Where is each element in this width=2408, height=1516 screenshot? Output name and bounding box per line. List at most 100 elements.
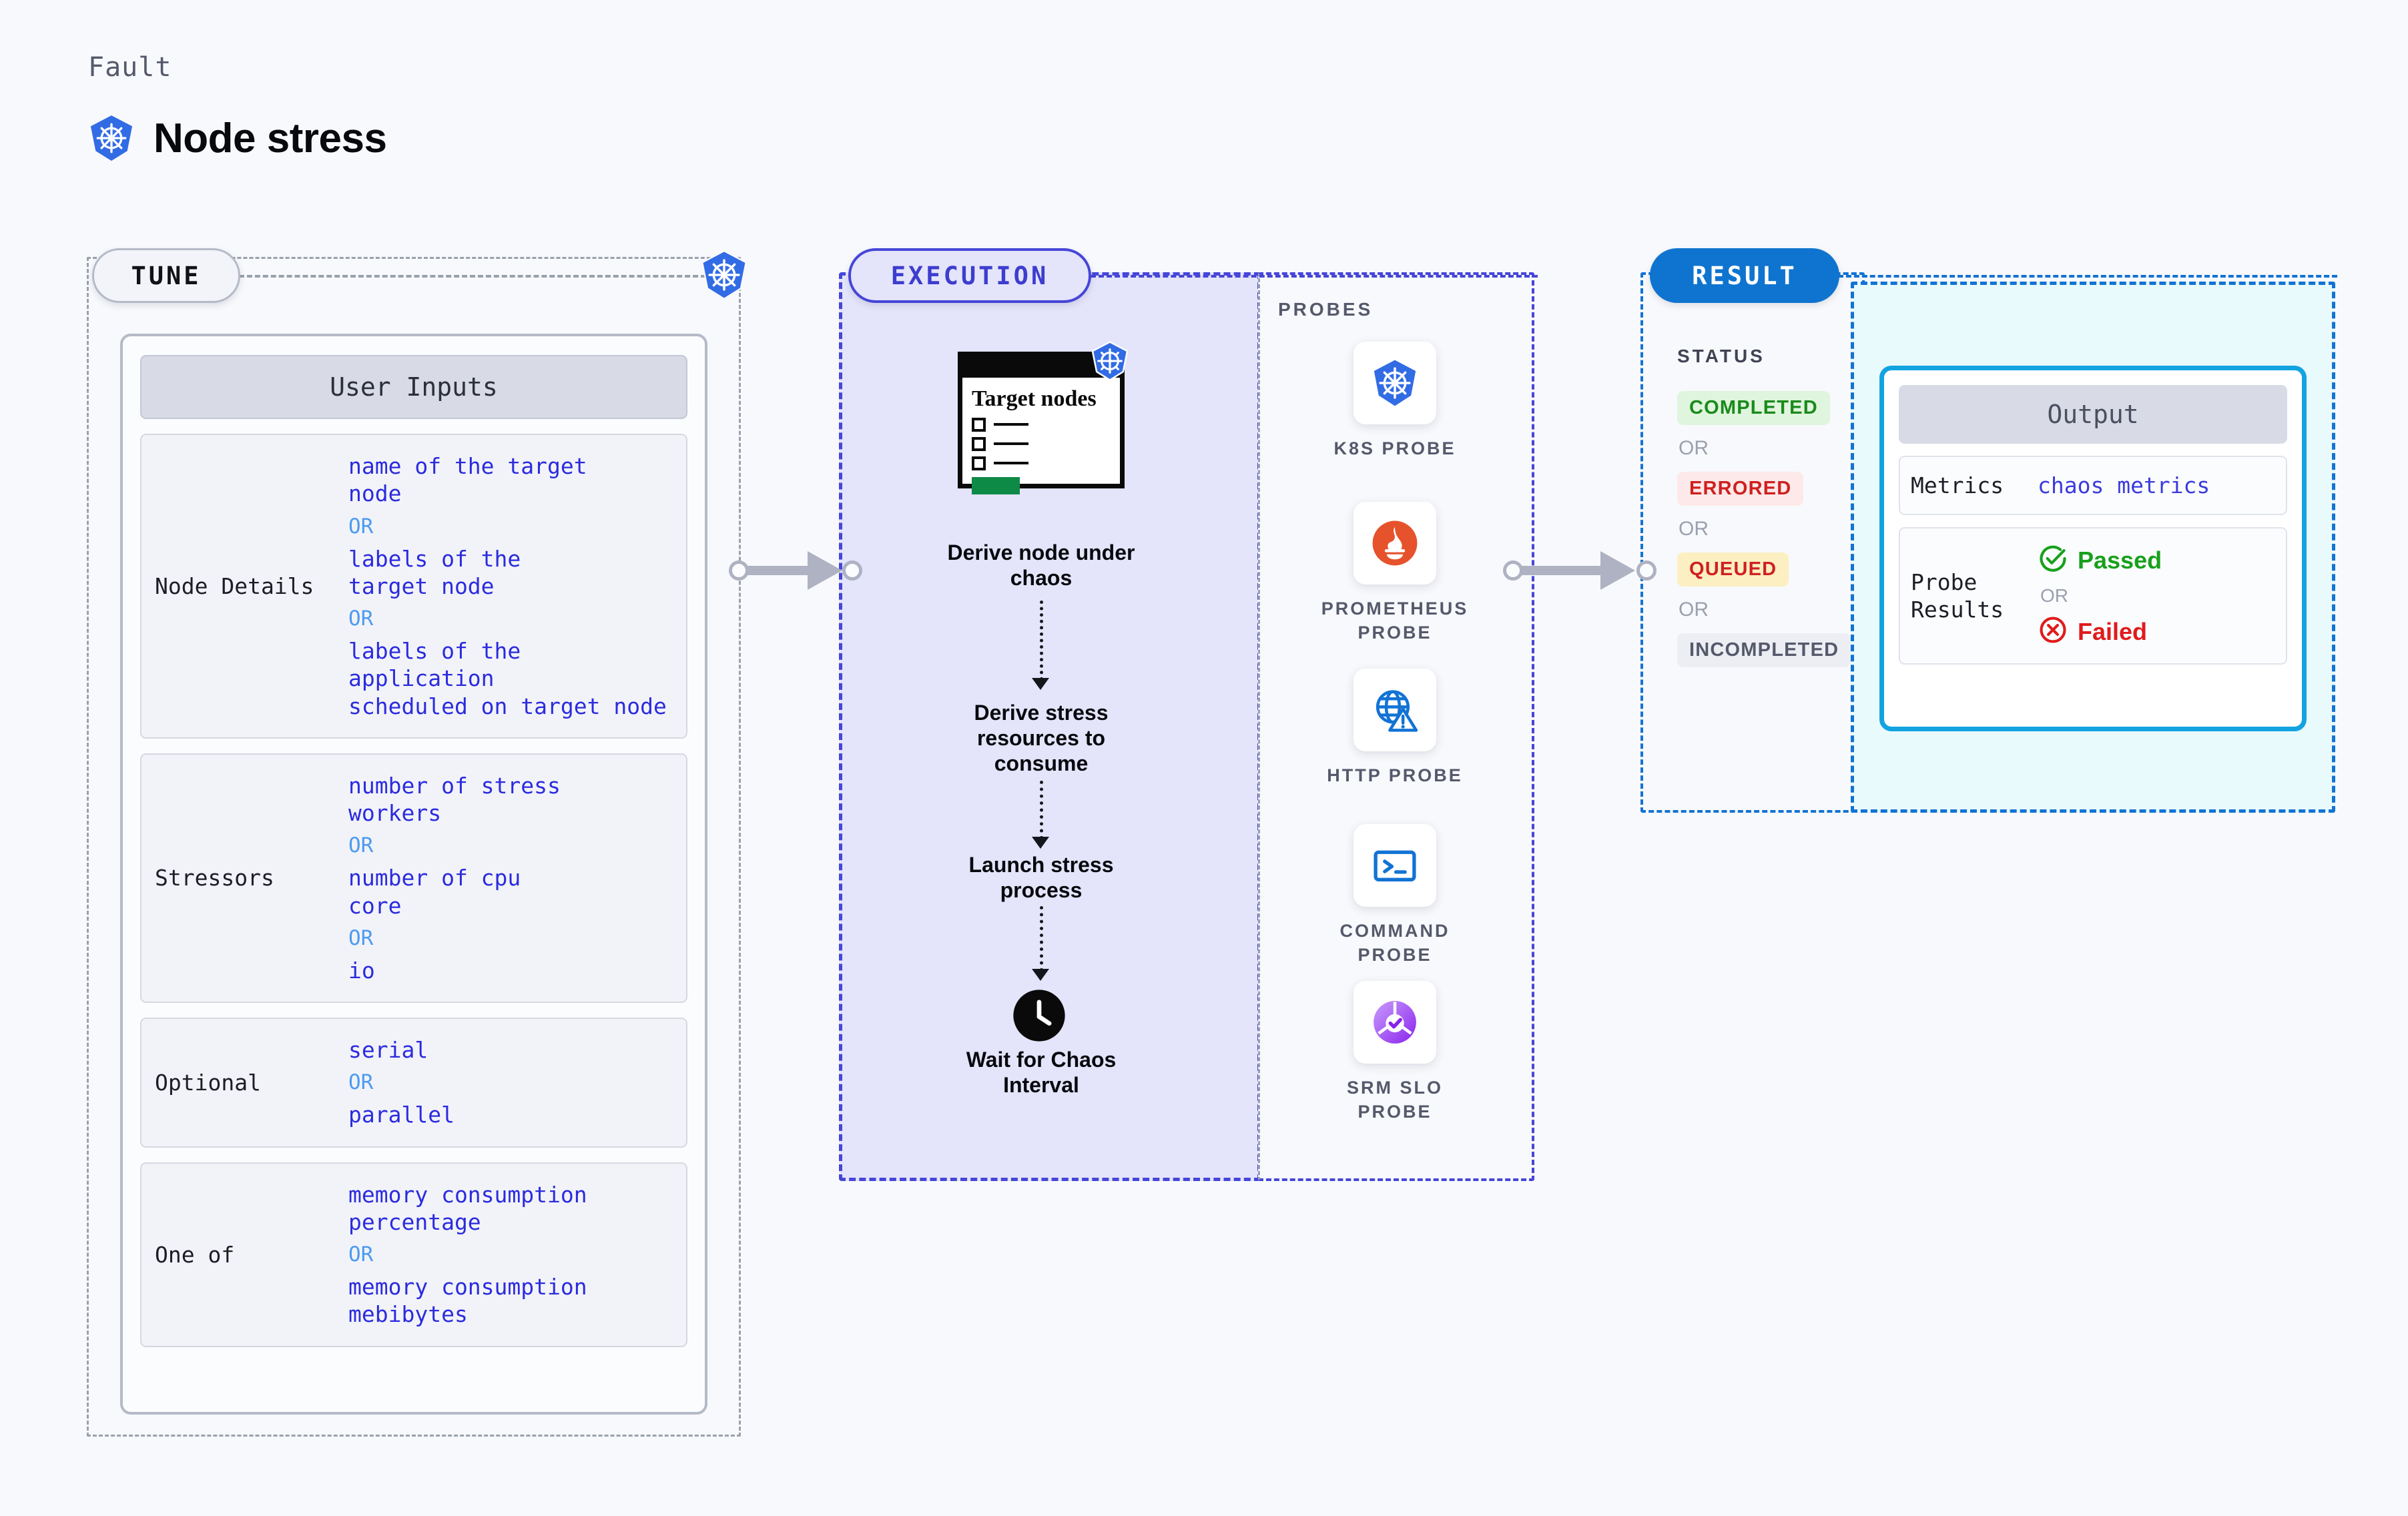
page-eyebrow: Fault <box>88 52 172 83</box>
terminal-icon <box>1353 824 1436 907</box>
or-separator: OR <box>1679 437 1709 459</box>
status-list: COMPLETED OR ERRORED OR QUEUED OR INCOMP… <box>1677 391 1857 667</box>
placeholder-line <box>994 462 1028 465</box>
kubernetes-icon <box>1353 342 1436 424</box>
or-separator: OR <box>1679 518 1709 540</box>
checkbox-icon <box>972 417 986 432</box>
input-value: number of cpu core <box>348 865 521 919</box>
input-block-label: Node Details <box>155 573 314 599</box>
input-block-label: One of <box>155 1241 235 1268</box>
flow-arrow <box>1040 906 1043 972</box>
input-block-label: Stressors <box>155 865 274 891</box>
kubernetes-icon <box>1089 340 1131 385</box>
status-badge-queued: QUEUED <box>1677 552 1789 587</box>
probe-label: K8S PROBE <box>1333 438 1456 458</box>
status-section-label: STATUS <box>1677 346 1765 366</box>
input-value: memory consumption mebibytes <box>348 1274 587 1328</box>
slo-donut-check-icon <box>1353 981 1436 1064</box>
flow-arrow-head <box>1032 969 1049 981</box>
clock-icon <box>1011 988 1067 1047</box>
input-block-node-details[interactable]: Node Details name of the target node OR … <box>140 434 687 739</box>
list-item <box>972 417 1120 432</box>
probe-item-k8s[interactable]: K8S PROBE <box>1308 342 1482 460</box>
input-value: memory consumption percentage <box>348 1181 587 1235</box>
or-separator: OR <box>348 514 374 538</box>
or-separator: OR <box>348 833 374 858</box>
probe-item-srm-slo[interactable]: SRM SLO PROBE <box>1308 981 1482 1124</box>
stage-badge-execution[interactable]: EXECUTION <box>848 248 1091 303</box>
kubernetes-icon <box>87 113 136 163</box>
user-inputs-header: User Inputs <box>140 355 687 419</box>
probe-label: HTTP PROBE <box>1327 765 1463 785</box>
metrics-value: chaos metrics <box>2038 472 2210 499</box>
probe-item-http[interactable]: HTTP PROBE <box>1308 669 1482 787</box>
target-nodes-card: Target nodes <box>958 352 1125 494</box>
placeholder-line <box>994 442 1028 446</box>
input-value: serial <box>348 1037 428 1063</box>
kubernetes-icon <box>698 249 750 304</box>
probe-results-label: Probe Results <box>1911 569 2004 623</box>
flow-step-label: Derive stress resources to consume <box>974 701 1109 775</box>
flow-arrow-head <box>1032 678 1049 690</box>
result-dash-connector <box>1838 275 2337 278</box>
output-row-probe-results: Probe Results Passed OR <box>1899 527 2287 665</box>
status-badge-errored: ERRORED <box>1677 472 1804 506</box>
probe-item-prometheus[interactable]: PROMETHEUS PROBE <box>1308 502 1482 645</box>
execution-dash-connector <box>1091 275 1538 278</box>
output-header: Output <box>1899 385 2287 444</box>
x-circle-icon <box>2038 615 2068 649</box>
or-separator: OR <box>348 1070 374 1095</box>
probes-section-label: PROBES <box>1278 299 1374 320</box>
input-value: parallel <box>348 1102 455 1128</box>
or-separator: OR <box>1679 599 1709 621</box>
probe-label: PROMETHEUS PROBE <box>1321 599 1469 643</box>
failed-label: Failed <box>2078 617 2148 645</box>
flow-step-label: Launch stress process <box>968 853 1114 902</box>
flow-step-label: Wait for Chaos Interval <box>966 1048 1117 1097</box>
or-separator: OR <box>348 1242 374 1266</box>
probe-label: COMMAND PROBE <box>1339 921 1450 966</box>
input-value: name of the target node <box>348 453 587 507</box>
or-separator: OR <box>2040 585 2068 607</box>
input-value: labels of the target node <box>348 545 521 599</box>
flow-arrow <box>1040 601 1043 681</box>
flow-arrow-head <box>1032 837 1049 849</box>
page-title-row: Node stress <box>87 113 387 163</box>
input-block-stressors[interactable]: Stressors number of stress workers OR nu… <box>140 753 687 1003</box>
user-inputs-card: User Inputs Node Details name of the tar… <box>120 334 707 1415</box>
probe-result-failed: Failed <box>2038 615 2162 649</box>
page-title: Node stress <box>154 115 387 161</box>
output-card: Output Metrics chaos metrics Probe Resul… <box>1879 366 2307 731</box>
stage-badge-result[interactable]: RESULT <box>1650 248 1839 303</box>
probe-label: SRM SLO PROBE <box>1346 1078 1443 1122</box>
globe-warning-icon <box>1353 669 1436 751</box>
checkbox-icon <box>972 456 986 470</box>
target-nodes-title: Target nodes <box>972 386 1097 411</box>
probe-item-command[interactable]: COMMAND PROBE <box>1308 824 1482 968</box>
list-item <box>972 436 1120 451</box>
list-item <box>972 456 1120 470</box>
status-badge-completed: COMPLETED <box>1677 391 1830 425</box>
input-block-one-of[interactable]: One of memory consumption percentage OR … <box>140 1162 687 1347</box>
input-block-optional[interactable]: Optional serial OR parallel <box>140 1018 687 1148</box>
input-value: number of stress workers <box>348 772 561 826</box>
passed-label: Passed <box>2078 546 2162 574</box>
check-circle-icon <box>2038 543 2068 577</box>
input-value: io <box>348 957 375 984</box>
flow-arrow <box>1040 781 1043 839</box>
input-block-label: Optional <box>155 1069 261 1096</box>
probe-result-passed: Passed <box>2038 543 2162 577</box>
tune-region <box>87 257 741 1437</box>
checkbox-icon <box>972 436 986 451</box>
connector-tune-to-execution <box>729 547 862 594</box>
tune-dash-connector <box>239 275 706 278</box>
or-separator: OR <box>348 607 374 631</box>
status-badge-incompleted: INCOMPLETED <box>1677 633 1851 667</box>
connector-execution-to-result <box>1503 547 1657 594</box>
flow-step-label: Derive node under chaos <box>947 540 1135 590</box>
progress-bar <box>972 476 1020 494</box>
or-separator: OR <box>348 925 374 950</box>
input-value: labels of the application scheduled on t… <box>348 638 667 719</box>
stage-badge-tune[interactable]: TUNE <box>92 248 240 303</box>
